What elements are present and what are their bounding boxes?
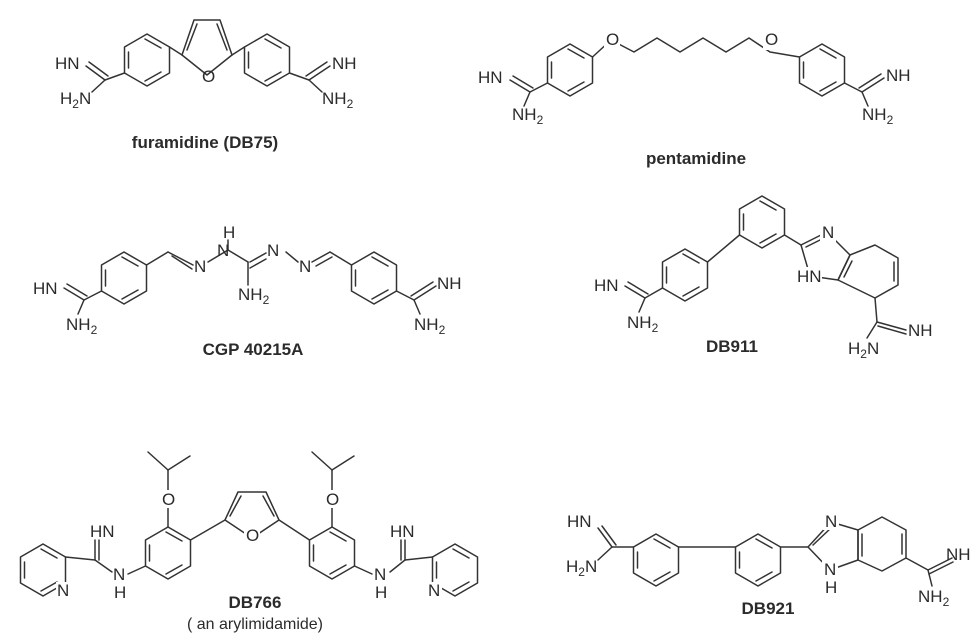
- db911-hn-ring-label: HN: [797, 267, 822, 286]
- furamidine-nh2-label: NH2: [322, 89, 354, 111]
- pentamidine-nh2-left-label: NH2: [512, 105, 544, 127]
- db911-caption: DB911: [706, 337, 758, 356]
- cgp-nh-label: NH: [437, 274, 462, 293]
- pentamidine-nh-label: NH: [886, 66, 911, 85]
- furamidine-hn-label: HN: [55, 54, 80, 73]
- pentamidine-o1-label: O: [606, 30, 619, 49]
- cgp-h-label: H: [223, 223, 235, 242]
- furamidine-caption: furamidine (DB75): [132, 133, 278, 152]
- db766-o-left-label: O: [162, 490, 175, 509]
- db766-h-left-label: H: [114, 583, 126, 602]
- db921-h-ring-label: H: [825, 578, 837, 597]
- db766-pyridine-n-left: N: [57, 581, 69, 600]
- db911-hn-label: HN: [594, 276, 619, 295]
- db911-structure: N HN HN NH2 NH H2N DB911: [594, 195, 933, 361]
- pentamidine-structure: O O HN NH2 NH NH2 pentamidine: [478, 30, 911, 168]
- cgp-nh2-left-label: NH2: [66, 315, 98, 337]
- db766-hn-left-label: HN: [90, 522, 115, 541]
- db766-structure: O O O N N HN HN N H N H DB766 ( an aryli…: [19, 451, 479, 633]
- db921-structure: N N H HN H2N NH NH2 DB921: [566, 512, 971, 618]
- db911-nh-label: NH: [908, 321, 933, 340]
- db921-nh-label: NH: [946, 545, 971, 564]
- db921-h2n-label: H2N: [566, 557, 597, 579]
- db766-o-right-label: O: [326, 490, 339, 509]
- db911-h2n-label: H2N: [848, 339, 879, 361]
- db921-n-ring-label: N: [824, 560, 836, 579]
- cgp-nh2-right-label: NH2: [414, 315, 446, 337]
- cgp40215a-structure: N H N N N NH2 HN NH2 NH NH2 CGP 40215A: [33, 223, 462, 359]
- furamidine-nh-label: NH: [332, 54, 357, 73]
- db766-furan-o-label: O: [246, 526, 259, 545]
- db766-pyridine-n-right: N: [428, 581, 440, 600]
- db921-nh2-label: NH2: [918, 587, 950, 609]
- cgp-nh2-mid-label: NH2: [238, 285, 270, 307]
- db766-h-right-label: H: [375, 583, 387, 602]
- db766-note: ( an arylimidamide): [187, 616, 323, 633]
- db766-caption: DB766: [229, 593, 282, 612]
- pentamidine-nh2-right-label: NH2: [862, 105, 894, 127]
- cgp-n2-label: N: [217, 241, 229, 260]
- cgp40215a-caption: CGP 40215A: [203, 340, 304, 359]
- cgp-hn-label: HN: [33, 279, 58, 298]
- cgp-n1-label: N: [194, 257, 206, 276]
- furamidine-o-label: O: [202, 67, 215, 86]
- db911-nh2-label: NH2: [627, 313, 659, 335]
- cgp-n3-label: N: [267, 241, 279, 260]
- cgp-n4-label: N: [299, 257, 311, 276]
- db921-caption: DB921: [742, 599, 795, 618]
- furamidine-structure: HN H2N O NH NH2 furamidine (DB75): [55, 19, 357, 152]
- db911-n-label: N: [822, 223, 834, 242]
- pentamidine-caption: pentamidine: [646, 149, 746, 168]
- db766-n-right-label: N: [374, 565, 386, 584]
- furamidine-h2n-label: H2N: [60, 89, 91, 111]
- pentamidine-o2-label: O: [765, 30, 778, 49]
- db766-hn-right-label: HN: [390, 522, 415, 541]
- db921-n-label: N: [825, 512, 837, 531]
- db766-n-left-label: N: [113, 565, 125, 584]
- db921-hn-label: HN: [567, 512, 592, 531]
- pentamidine-hn-label: HN: [478, 68, 503, 87]
